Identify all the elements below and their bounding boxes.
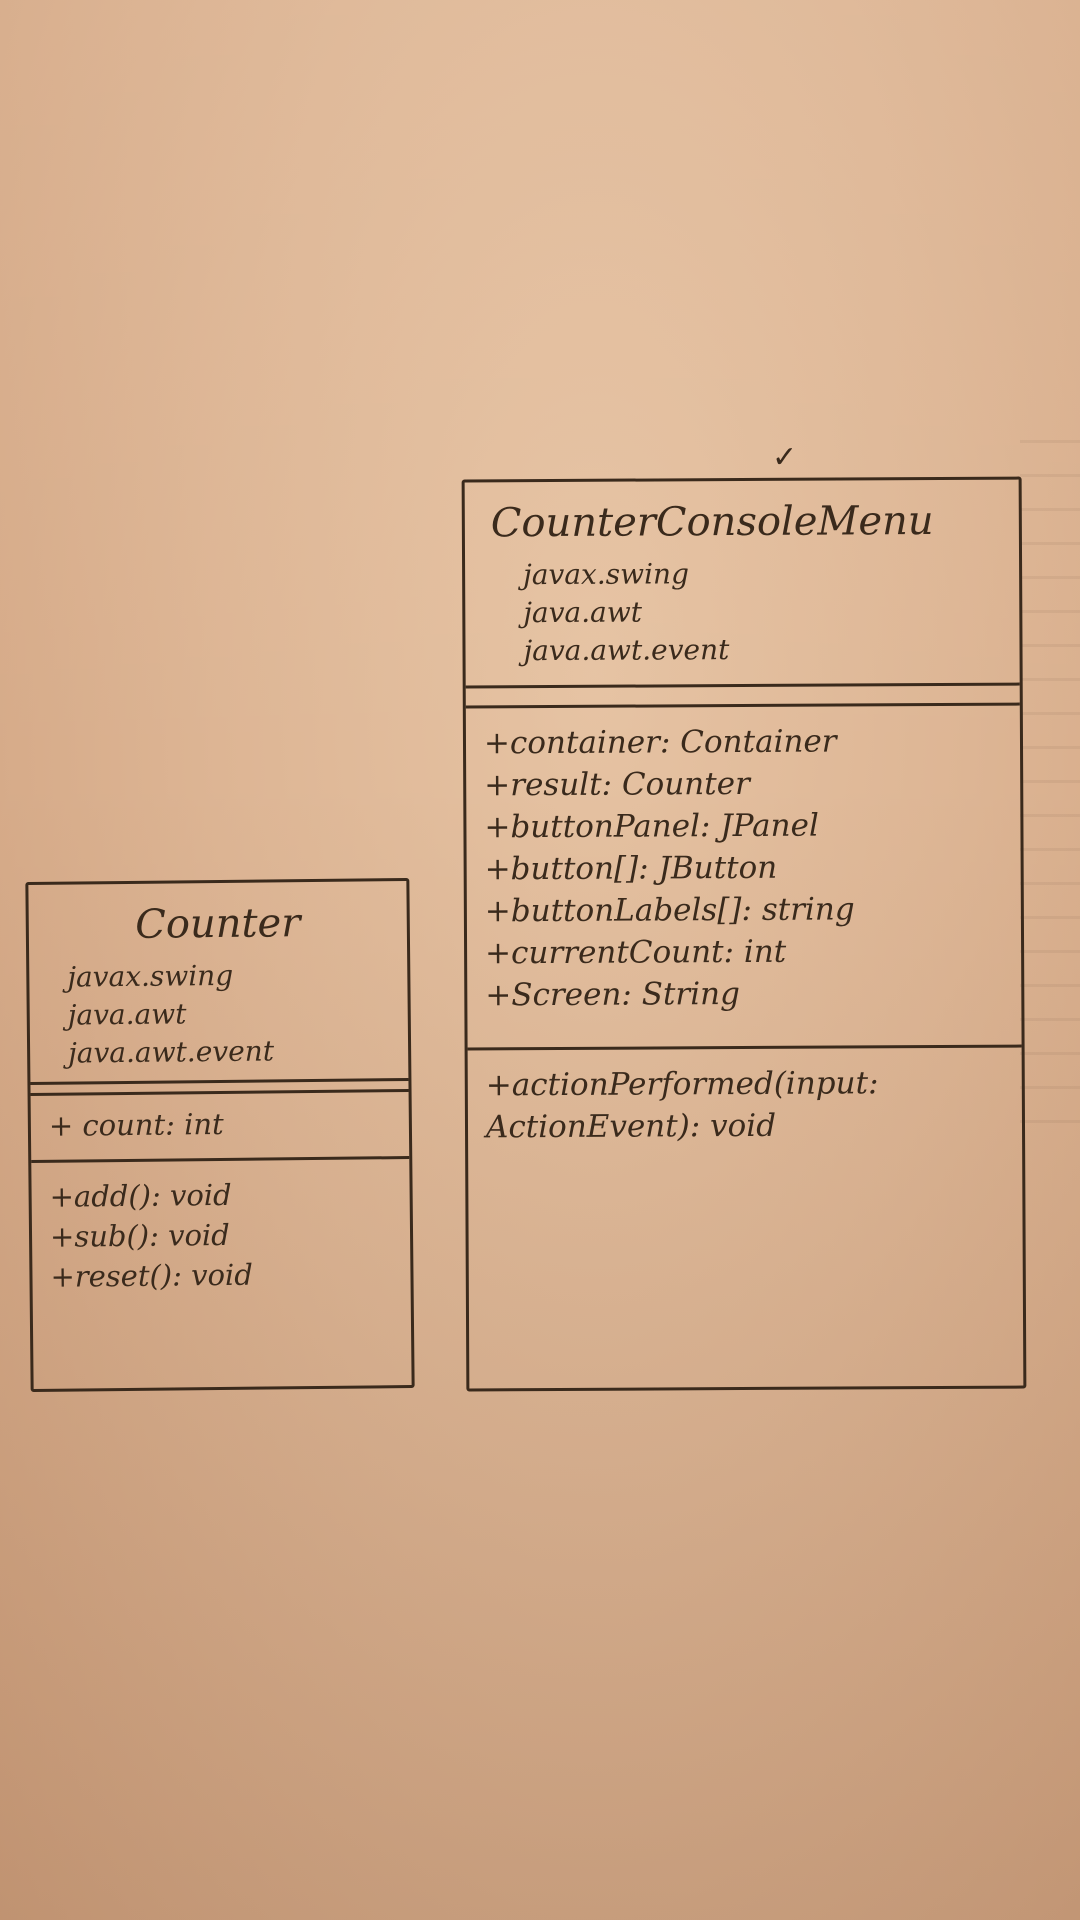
counter-operation: +reset(): void bbox=[50, 1257, 253, 1294]
console-class-name: CounterConsoleMenu bbox=[490, 498, 934, 547]
bleed-through-text bbox=[1020, 440, 1080, 1140]
console-operations-section: +actionPerformed(input: ActionEvent): vo… bbox=[468, 1048, 1023, 1159]
console-package: java.awt.event bbox=[523, 633, 730, 668]
console-attribute: +buttonPanel: JPanel bbox=[484, 807, 819, 846]
counter-package: java.awt bbox=[67, 997, 187, 1032]
counter-header-section: Counter javax.swing java.awt java.awt.ev… bbox=[28, 881, 409, 1085]
check-mark: ✓ bbox=[772, 440, 798, 475]
counter-attribute: + count: int bbox=[48, 1106, 224, 1143]
console-attribute: +Screen: String bbox=[485, 976, 741, 1014]
console-operation: ActionEvent): void bbox=[485, 1107, 777, 1146]
console-package: javax.swing bbox=[523, 557, 690, 592]
console-attribute: +currentCount: int bbox=[485, 933, 787, 972]
console-attribute: +button[]: JButton bbox=[484, 849, 778, 888]
counter-class-name: Counter bbox=[135, 900, 301, 948]
console-operation: +actionPerformed(input: bbox=[485, 1065, 879, 1104]
console-attribute: +result: Counter bbox=[484, 765, 750, 804]
counter-operation: +sub(): void bbox=[49, 1217, 230, 1254]
counter-package: java.awt.event bbox=[67, 1034, 275, 1070]
counter-console-menu-class-box: CounterConsoleMenu javax.swing java.awt … bbox=[461, 476, 1027, 1392]
counter-operation: +add(): void bbox=[49, 1177, 232, 1214]
counter-attributes-section: + count: int bbox=[30, 1089, 410, 1163]
counter-package: javax.swing bbox=[67, 958, 234, 994]
counter-class-box: Counter javax.swing java.awt java.awt.ev… bbox=[25, 878, 415, 1392]
console-attribute: +buttonLabels[]: string bbox=[484, 891, 855, 930]
console-package: java.awt bbox=[523, 595, 643, 630]
console-attribute: +container: Container bbox=[483, 723, 837, 762]
console-attributes-section: +container: Container +result: Counter +… bbox=[465, 705, 1022, 1051]
console-header-section: CounterConsoleMenu javax.swing java.awt … bbox=[464, 479, 1020, 689]
counter-operations-section: +add(): void +sub(): void +reset(): void bbox=[31, 1159, 410, 1307]
